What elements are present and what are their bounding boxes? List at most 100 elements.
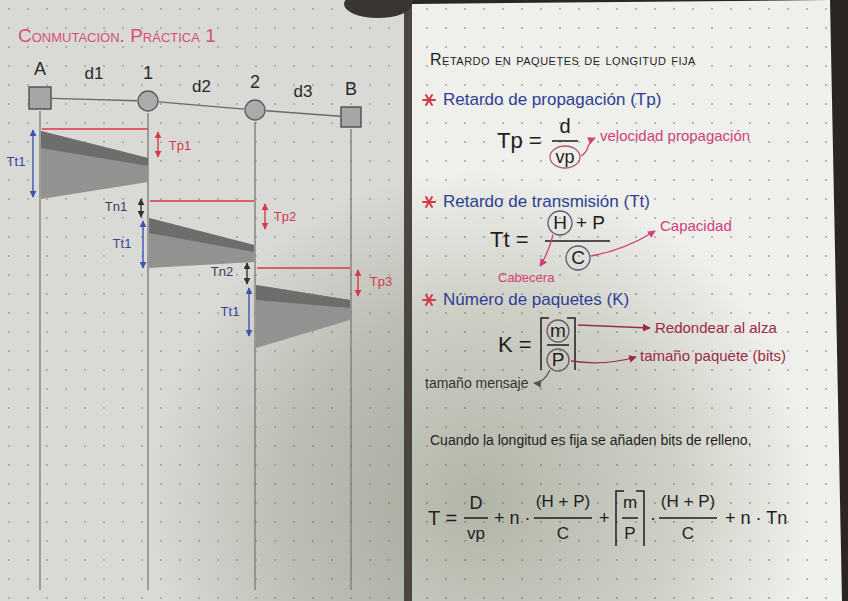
host-square-shape xyxy=(29,87,51,109)
dot-grid xyxy=(412,0,842,601)
annotation-arrows xyxy=(534,138,655,383)
annotation: tamaño mensaje xyxy=(425,375,529,391)
delay-label: Tp1 xyxy=(169,139,191,154)
delay-label: Tp3 xyxy=(370,275,392,290)
formula-term: T = xyxy=(428,507,457,530)
formula-term: C xyxy=(682,524,694,544)
fraction-bar xyxy=(464,517,488,519)
switch-circle: 1 xyxy=(137,90,159,112)
formula-term: · xyxy=(650,508,656,529)
packet-band xyxy=(149,218,254,252)
delay-label: Tt1 xyxy=(221,305,240,320)
formula-term: vp xyxy=(555,147,574,168)
formula-term: + xyxy=(599,508,610,529)
formula-term: + n · Tn xyxy=(725,508,787,529)
packets xyxy=(41,131,350,348)
delay-label: Tn1 xyxy=(105,200,127,215)
switch-circle: 2 xyxy=(244,99,266,121)
delay-arrow xyxy=(142,221,143,268)
node-circle xyxy=(137,90,159,112)
packet-band xyxy=(41,131,148,199)
node-square xyxy=(340,106,362,128)
asterisk-bullet xyxy=(423,197,435,207)
node-square xyxy=(28,86,52,110)
bullets xyxy=(423,95,435,305)
left-page xyxy=(0,0,408,601)
annotation-arrow xyxy=(581,138,595,156)
formula-term: Tp = xyxy=(497,128,542,153)
link-distance-label: d2 xyxy=(192,77,211,97)
formula-term: P xyxy=(552,349,565,371)
annotation-arrow xyxy=(578,325,650,328)
asterisk-bullet xyxy=(423,95,435,105)
term-circle xyxy=(547,320,569,342)
host-square: B xyxy=(340,106,362,128)
delay-arrows xyxy=(33,130,358,336)
host-square: A xyxy=(28,86,52,110)
start-line xyxy=(42,128,148,129)
annotation-arrow xyxy=(540,235,553,266)
formula-term: C xyxy=(557,524,569,544)
delay-arrow xyxy=(32,130,33,197)
fraction-bar xyxy=(545,240,610,242)
start-line xyxy=(257,267,350,268)
fraction-bar xyxy=(659,517,717,519)
delay-arrow xyxy=(140,199,141,217)
link-line xyxy=(266,111,340,116)
packet-band xyxy=(256,285,350,308)
formula-term: + P xyxy=(576,212,605,234)
node-label: B xyxy=(345,79,357,100)
switch-circle-shape xyxy=(245,100,265,120)
annotation-arrow xyxy=(571,357,636,363)
section-heading: Retardo de propagación (Tp) xyxy=(443,90,661,110)
formula-term: m xyxy=(623,493,637,513)
timelines xyxy=(40,111,351,590)
page-title: Conmutación. Práctica 1 xyxy=(18,25,216,47)
annotation-arrow xyxy=(534,370,550,383)
page-shadow xyxy=(412,0,842,601)
fraction-bar xyxy=(552,140,578,142)
delay-arrow xyxy=(264,204,265,229)
asterisk-bullet xyxy=(423,295,435,305)
delay-arrow xyxy=(248,288,249,336)
annotation: Redondear al alza xyxy=(655,319,777,336)
switch-circle-shape xyxy=(138,91,158,111)
packet-band xyxy=(41,131,148,166)
term-circle xyxy=(548,211,572,235)
formula-term: Tt = xyxy=(490,227,529,252)
link-line xyxy=(52,98,137,100)
annotation-arrow xyxy=(591,231,655,256)
term-circle xyxy=(566,246,590,270)
section-heading: Retardo de transmisión (Tt) xyxy=(443,192,650,212)
dot-grid xyxy=(0,0,408,601)
fraction-bar xyxy=(622,517,638,519)
formula-term: D xyxy=(470,493,483,514)
formula-term: C xyxy=(571,247,585,269)
annotation: Capacidad xyxy=(660,217,732,234)
annotation: Cabecera xyxy=(498,271,554,286)
fraction-bar xyxy=(547,344,569,346)
link-line xyxy=(159,102,244,109)
formula-term: + n · xyxy=(494,508,531,529)
node-label: 2 xyxy=(250,72,260,93)
delay-label: Tp2 xyxy=(274,210,296,225)
formula-term: vp xyxy=(467,524,485,544)
node-label: 1 xyxy=(143,63,153,84)
delay-arrow xyxy=(157,132,158,157)
page-gutter xyxy=(404,0,412,601)
formula-term: K = xyxy=(498,332,532,357)
link-distance-label: d3 xyxy=(294,82,313,102)
delay-arrow xyxy=(246,263,247,284)
formula-term: (H + P) xyxy=(536,492,590,512)
delay-label: Tt1 xyxy=(113,237,132,252)
term-circles xyxy=(547,146,590,371)
page-shadow xyxy=(0,0,408,601)
timeline xyxy=(147,113,148,590)
formula-term: (H + P) xyxy=(661,492,715,512)
right-page xyxy=(412,0,842,601)
formula-term: P xyxy=(624,524,635,544)
start-line xyxy=(150,200,254,201)
